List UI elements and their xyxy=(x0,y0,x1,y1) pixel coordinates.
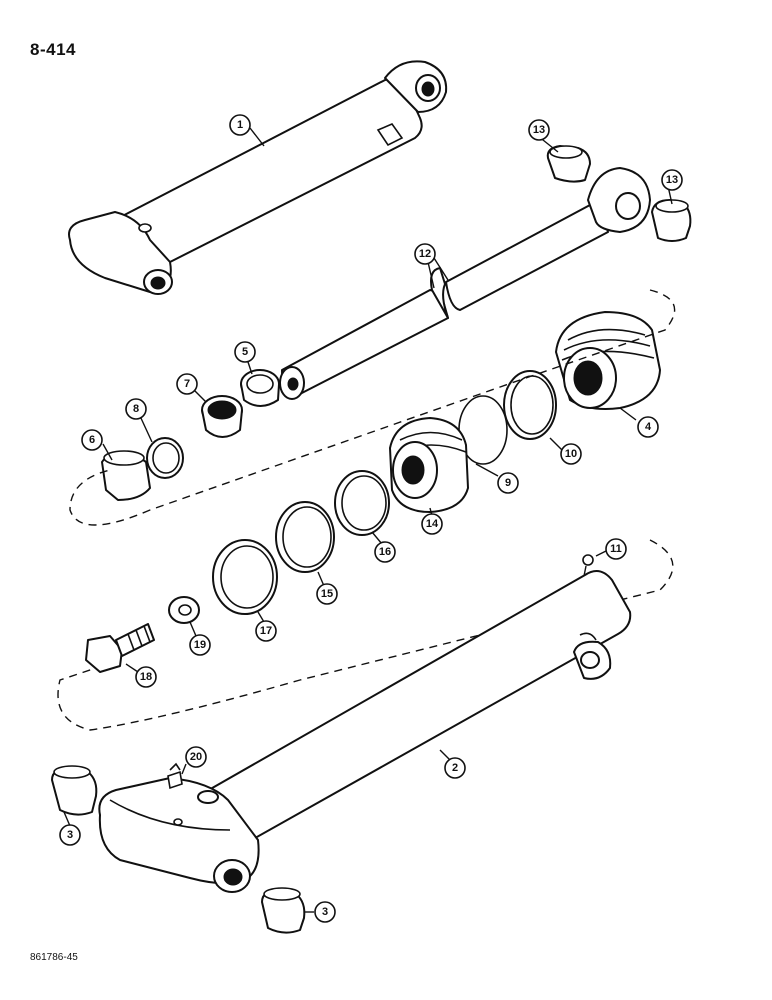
svg-text:11: 11 xyxy=(610,543,622,555)
callout-18: 18 xyxy=(135,666,157,688)
part-bushing-13-b xyxy=(651,199,692,242)
callout-19: 19 xyxy=(189,634,211,656)
svg-text:2: 2 xyxy=(452,762,458,774)
svg-text:6: 6 xyxy=(89,434,95,446)
callout-7: 7 xyxy=(176,373,198,395)
part-bolt-18 xyxy=(85,623,155,673)
callout-13-b: 13 xyxy=(661,169,683,191)
svg-text:14: 14 xyxy=(426,518,439,530)
callout-11: 11 xyxy=(605,538,627,560)
svg-text:5: 5 xyxy=(242,346,248,358)
part-bushing-3-a xyxy=(51,765,98,816)
callout-13-a: 13 xyxy=(528,119,550,141)
part-ring-5 xyxy=(240,369,280,407)
svg-text:19: 19 xyxy=(194,639,206,651)
part-bushing-13-a xyxy=(546,145,591,183)
svg-text:7: 7 xyxy=(184,378,190,390)
callout-9: 9 xyxy=(497,472,519,494)
callout-8: 8 xyxy=(125,398,147,420)
callout-16: 16 xyxy=(374,541,396,563)
callout-12: 12 xyxy=(414,243,436,265)
svg-text:4: 4 xyxy=(645,421,652,433)
svg-text:8: 8 xyxy=(133,403,139,415)
svg-text:9: 9 xyxy=(505,477,511,489)
part-bushing-3-b xyxy=(261,887,306,934)
svg-text:13: 13 xyxy=(666,174,678,186)
svg-text:3: 3 xyxy=(322,906,328,918)
callout-10: 10 xyxy=(560,443,582,465)
svg-text:13: 13 xyxy=(533,124,545,136)
svg-text:16: 16 xyxy=(379,546,391,558)
drawing-number: 861786-45 xyxy=(30,952,78,963)
part-wiper-7 xyxy=(201,395,243,438)
part-gland-4 xyxy=(555,311,661,410)
page-code: 8-414 xyxy=(30,40,76,59)
callout-3-a: 3 xyxy=(59,824,81,846)
part-grease-fitting-20 xyxy=(167,762,183,790)
part-cylinder-tube-2 xyxy=(98,570,632,893)
part-bearing-6 xyxy=(101,450,151,501)
svg-text:12: 12 xyxy=(419,248,431,260)
part-piston-rod-12 xyxy=(279,167,651,400)
part-cylinder-tube-1 xyxy=(68,60,448,295)
callout-1: 1 xyxy=(229,114,251,136)
lower-assembly-path xyxy=(57,539,674,731)
svg-text:10: 10 xyxy=(565,448,577,460)
callout-3-b: 3 xyxy=(314,901,336,923)
callout-17: 17 xyxy=(255,620,277,642)
callout-6: 6 xyxy=(81,429,103,451)
svg-text:18: 18 xyxy=(140,671,152,683)
callout-5: 5 xyxy=(234,341,256,363)
part-screw-11 xyxy=(582,554,594,577)
callout-14: 14 xyxy=(421,513,443,535)
callout-20: 20 xyxy=(185,746,207,768)
callout-2: 2 xyxy=(444,757,466,779)
callout-4: 4 xyxy=(637,416,659,438)
svg-text:15: 15 xyxy=(321,588,333,600)
callout-15: 15 xyxy=(316,583,338,605)
part-piston-14 xyxy=(389,417,469,513)
svg-text:20: 20 xyxy=(190,751,202,763)
svg-text:17: 17 xyxy=(260,625,272,637)
upper-assembly-path xyxy=(69,289,676,526)
svg-text:3: 3 xyxy=(67,829,73,841)
svg-text:1: 1 xyxy=(237,119,243,131)
